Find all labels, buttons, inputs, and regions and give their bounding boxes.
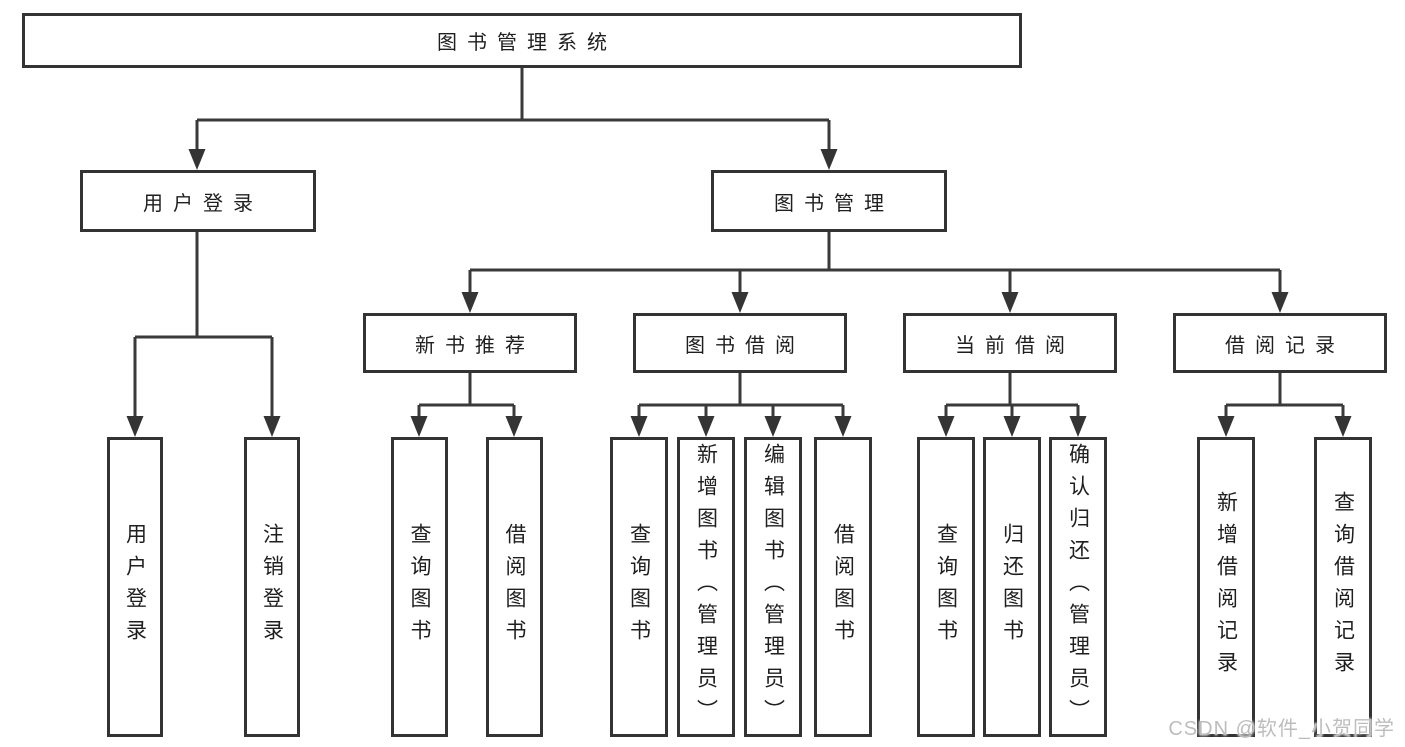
leaf-newbook-query: 查询图书 bbox=[391, 437, 448, 737]
leaf-borrow-query: 查询图书 bbox=[610, 437, 668, 737]
leaf-borrow-edit-admin-label: 编辑图书（管理员） bbox=[761, 443, 785, 731]
leaf-user-login-label: 用户登录 bbox=[123, 523, 147, 651]
leaf-record-add-label: 新增借阅记录 bbox=[1214, 491, 1238, 683]
node-borrow-records: 借阅记录 bbox=[1173, 313, 1387, 373]
node-root-label: 图书管理系统 bbox=[437, 32, 617, 54]
leaf-current-query: 查询图书 bbox=[917, 437, 975, 737]
node-user-login: 用户登录 bbox=[80, 170, 316, 232]
leaf-record-query-label: 查询借阅记录 bbox=[1331, 491, 1355, 683]
node-new-book-recommend-label: 新书推荐 bbox=[415, 334, 535, 357]
leaf-borrow-query-label: 查询图书 bbox=[627, 523, 651, 651]
node-user-login-label: 用户登录 bbox=[143, 192, 263, 215]
leaf-borrow-borrow-label: 借阅图书 bbox=[831, 523, 855, 651]
leaf-newbook-query-label: 查询图书 bbox=[408, 523, 431, 651]
leaf-borrow-add-admin-label: 新增图书（管理员） bbox=[694, 443, 718, 731]
leaf-current-return: 归还图书 bbox=[983, 437, 1041, 737]
leaf-logout: 注销登录 bbox=[244, 437, 300, 737]
leaf-borrow-edit-admin: 编辑图书（管理员） bbox=[744, 437, 802, 737]
node-borrow-records-label: 借阅记录 bbox=[1225, 334, 1345, 357]
leaf-record-query: 查询借阅记录 bbox=[1314, 437, 1372, 737]
leaf-current-return-label: 归还图书 bbox=[1000, 523, 1024, 651]
leaf-borrow-add-admin: 新增图书（管理员） bbox=[677, 437, 735, 737]
leaf-logout-label: 注销登录 bbox=[260, 523, 284, 651]
node-book-management: 图书管理 bbox=[711, 170, 947, 232]
leaf-current-query-label: 查询图书 bbox=[934, 523, 958, 651]
node-new-book-recommend: 新书推荐 bbox=[363, 313, 577, 373]
leaf-current-confirm-admin-label: 确认归还（管理员） bbox=[1066, 443, 1090, 731]
node-root-system: 图书管理系统 bbox=[22, 13, 1022, 68]
csdn-watermark: CSDN @软件_小贺同学 bbox=[1168, 718, 1395, 740]
node-book-borrow: 图书借阅 bbox=[633, 313, 847, 373]
leaf-borrow-borrow: 借阅图书 bbox=[814, 437, 872, 737]
node-current-borrow-label: 当前借阅 bbox=[955, 334, 1075, 357]
leaf-record-add: 新增借阅记录 bbox=[1197, 437, 1255, 737]
leaf-newbook-borrow: 借阅图书 bbox=[486, 437, 543, 737]
node-book-management-label: 图书管理 bbox=[774, 192, 894, 215]
leaf-current-confirm-admin: 确认归还（管理员） bbox=[1049, 437, 1107, 737]
leaf-newbook-borrow-label: 借阅图书 bbox=[503, 523, 526, 651]
leaf-user-login: 用户登录 bbox=[107, 437, 163, 737]
node-book-borrow-label: 图书借阅 bbox=[685, 334, 805, 357]
node-current-borrow: 当前借阅 bbox=[903, 313, 1117, 373]
